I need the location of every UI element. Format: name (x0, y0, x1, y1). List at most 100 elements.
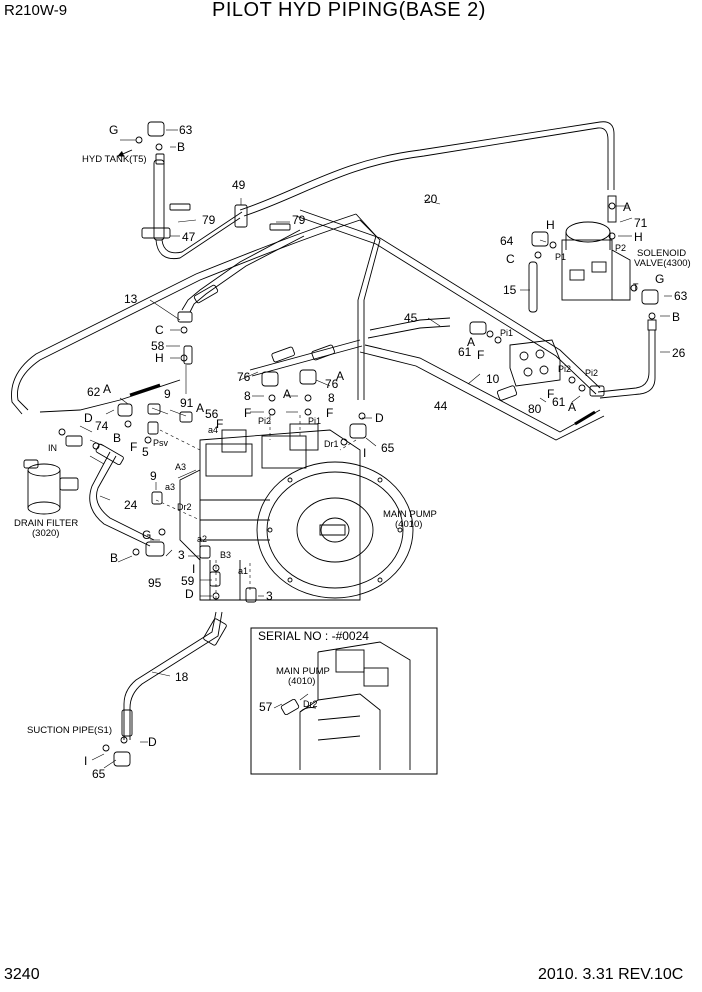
callout-26: 26 (672, 346, 686, 360)
port-P2: P2 (615, 243, 626, 253)
callout-63a: 63 (179, 123, 193, 137)
callout-57: 57 (259, 700, 273, 714)
callout-B-tank: B (177, 140, 185, 154)
callout-A-sol: A (623, 200, 631, 214)
port-Pi1-pump: Pi1 (308, 416, 321, 426)
callout-D-65: D (375, 411, 384, 425)
callout-76b: 76 (325, 377, 339, 391)
callout-H-sol: H (634, 230, 643, 244)
component-labels: HYD TANK(T5) SOLENOID VALVE(4300) DRAIN … (14, 154, 691, 736)
callout-95: 95 (148, 576, 162, 590)
callout-9a: 9 (164, 387, 171, 401)
drain-filter (23, 459, 79, 515)
callout-G-95: G (142, 528, 151, 542)
callout-9b: 9 (150, 469, 157, 483)
callout-79b: 79 (292, 213, 306, 227)
callout-F-8b: F (326, 406, 333, 420)
port-Pi2-right: Pi2 (558, 364, 571, 374)
callout-F-8a: F (244, 406, 251, 420)
callout-8a: 8 (244, 389, 251, 403)
callout-63b: 63 (674, 289, 688, 303)
callout-C-64: C (506, 252, 515, 266)
callout-A-56: A (196, 401, 204, 415)
callout-61b: 61 (552, 395, 566, 409)
callout-65b: 65 (92, 767, 106, 781)
callout-D-59: D (185, 587, 194, 601)
callout-H-58: H (155, 351, 164, 365)
port-a3: a3 (165, 482, 175, 492)
callout-58: 58 (151, 339, 165, 353)
solenoid-label-2: VALVE(4300) (634, 258, 691, 269)
port-a1: a1 (238, 566, 248, 576)
callout-79a: 79 (202, 213, 216, 227)
hose-18 (121, 611, 227, 740)
port-Psv: Psv (153, 438, 169, 448)
callout-I-65: I (363, 446, 366, 460)
callout-F-61: F (477, 348, 484, 362)
port-IN: IN (48, 443, 57, 453)
callout-62: 62 (87, 385, 101, 399)
hose-58 (181, 229, 305, 365)
hose-20 (295, 209, 601, 395)
callout-A-61: A (467, 335, 475, 349)
callout-80: 80 (528, 402, 542, 416)
callout-8b: 8 (328, 391, 335, 405)
port-T: T (633, 282, 639, 292)
port-Pi2-pump: Pi2 (258, 416, 271, 426)
port-P1: P1 (555, 252, 566, 262)
callout-10: 10 (486, 372, 500, 386)
hose-13 (11, 213, 381, 415)
callout-H-64: H (546, 218, 555, 232)
hyd-tank-arrow (117, 149, 133, 157)
projection-lines (155, 415, 357, 600)
callout-47: 47 (182, 230, 196, 244)
callout-3b: 3 (266, 589, 273, 603)
callout-74: 74 (95, 419, 109, 433)
main-pump-body (179, 423, 414, 601)
leader-lines (79, 129, 672, 769)
page-title: PILOT HYD PIPING(BASE 2) (212, 0, 486, 21)
callout-5: 5 (142, 445, 149, 459)
drain-filter-label-2: (3020) (32, 528, 59, 539)
page-number: 3240 (4, 966, 40, 983)
hose-15 (528, 261, 538, 313)
hose-62 (39, 339, 363, 413)
callout-65a: 65 (381, 441, 395, 455)
callout-45: 45 (404, 311, 418, 325)
callout-3a: 3 (178, 548, 185, 562)
main-pump-label-2: (4010) (395, 519, 422, 530)
callout-20: 20 (424, 192, 438, 206)
suction-pipe-label: SUCTION PIPE(S1) (27, 725, 112, 736)
port-A3: A3 (175, 462, 186, 472)
port-Dr2-inset: Dr2 (303, 699, 318, 709)
fittings (58, 121, 659, 767)
callout-49: 49 (232, 178, 246, 192)
port-labels: Pi1 Pi2 Pi2 Pi2 Pi1 Psv a4 A3 a3 Dr2 Dr1… (48, 243, 639, 709)
port-Pi1-top: Pi1 (500, 328, 513, 338)
port-Pi2-block: Pi2 (585, 368, 598, 378)
port-a4: a4 (208, 425, 218, 435)
callout-A-62: A (103, 382, 111, 396)
callout-A-76: A (283, 387, 291, 401)
serial-no-label: SERIAL NO : -#0024 (258, 629, 369, 643)
solenoid-label-1: SOLENOID (637, 248, 686, 259)
callout-A-61b: A (568, 400, 576, 414)
callout-F-61b: F (547, 387, 554, 401)
solenoid-valve (561, 221, 631, 301)
callout-24: 24 (124, 498, 138, 512)
inset-pump (273, 641, 411, 770)
callout-61a: 61 (458, 345, 472, 359)
callout-56: 56 (205, 407, 219, 421)
port-a2: a2 (197, 534, 207, 544)
callout-59: 59 (181, 574, 195, 588)
callout-F-5: F (130, 440, 137, 454)
callout-F-56: F (216, 417, 223, 431)
inset-pump-label-1: MAIN PUMP (276, 666, 330, 677)
hyd-tank-label: HYD TANK(T5) (82, 154, 147, 165)
inset-pump-label-2: (4010) (288, 676, 315, 687)
callout-G-sol: G (655, 272, 664, 286)
callout-labels: 63 B G 49 79 79 47 20 13 A 71 H H 64 C 1… (84, 123, 688, 781)
callout-B-sol: B (672, 310, 680, 324)
main-pump-label-1: MAIN PUMP (383, 509, 437, 520)
callout-D-suction: D (148, 735, 157, 749)
